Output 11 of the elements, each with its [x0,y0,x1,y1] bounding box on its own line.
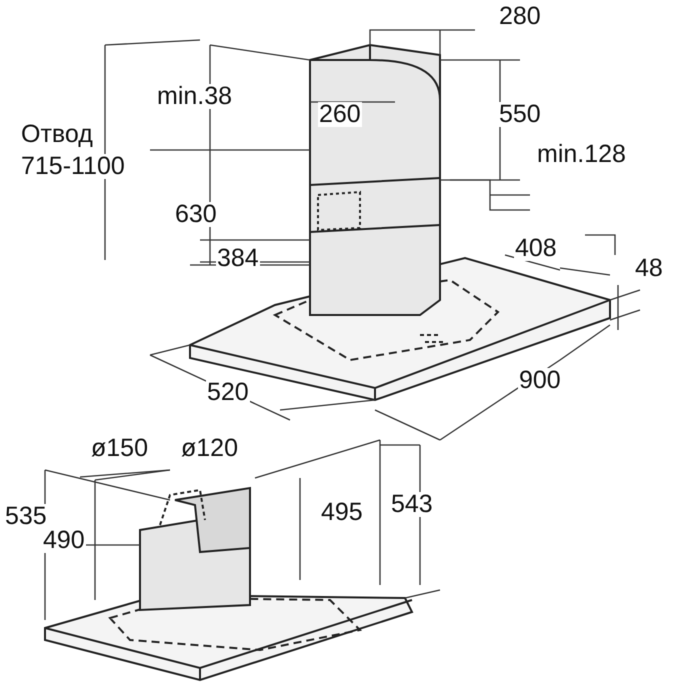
dimension-label: 260 [318,102,362,127]
dimension-label: 715-1100 [20,154,126,179]
dimension-label: min.38 [156,84,234,109]
dimension-label: 408 [514,236,558,261]
dimension-label: Отвод [20,122,94,147]
dimension-label: 535 [4,504,48,529]
dimension-label: 550 [498,102,542,127]
dimension-label: 543 [390,492,434,517]
dimension-label: 630 [174,202,218,227]
dimension-label: 520 [206,380,250,405]
dimension-label: 490 [42,528,86,553]
